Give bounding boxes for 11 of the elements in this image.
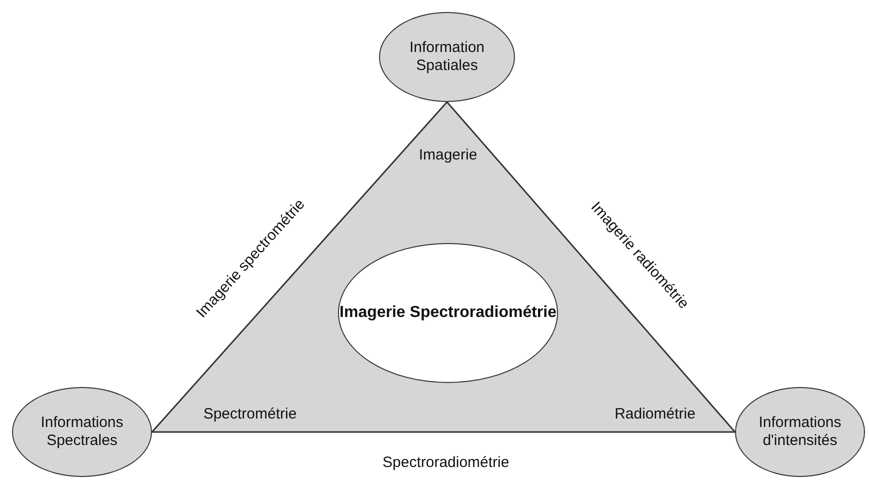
connector-line xyxy=(446,102,736,432)
vertex-label: Spectrométrie xyxy=(203,406,297,422)
circle-node: Informations Spectrales xyxy=(12,387,152,477)
vertex-label: Radiométrie xyxy=(614,406,696,422)
circle-node: Informations d'intensités xyxy=(735,387,865,477)
circle-node: Information Spatiales xyxy=(379,12,515,102)
edge-label: Spectroradiométrie xyxy=(380,454,512,470)
vertex-label: Imagerie xyxy=(418,146,478,164)
connector-line xyxy=(151,102,448,432)
connector-line xyxy=(152,431,735,433)
triangle-shape xyxy=(152,102,735,432)
